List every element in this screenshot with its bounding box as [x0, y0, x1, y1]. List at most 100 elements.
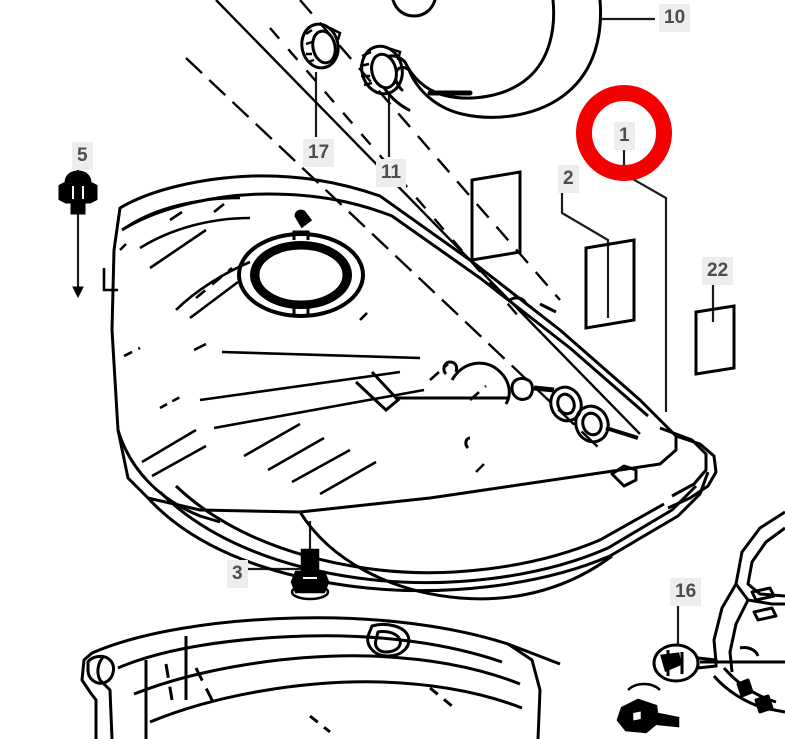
- pipe-line-d: [269, 27, 521, 319]
- drain-plug-head: [290, 570, 330, 594]
- clamp-a-in: [556, 392, 576, 416]
- access-ring-bore: [256, 246, 346, 304]
- shield-mid-detail-2: [309, 714, 331, 734]
- rib-8: [199, 370, 401, 402]
- fitting-16-ridge: [666, 650, 684, 676]
- bracket-hook: [739, 646, 760, 657]
- filler-neck-top: [391, 0, 437, 18]
- clamp-17: [300, 22, 342, 70]
- shield-rib-c: [194, 667, 216, 705]
- tank-top-fittings: [354, 296, 639, 450]
- callout-22[interactable]: 22: [702, 257, 734, 285]
- clamp-17-band: [300, 22, 340, 70]
- shield-left-lip-2: [96, 654, 114, 739]
- fuel-hose-clamp-cluster: [549, 385, 639, 444]
- rib-15: [213, 202, 225, 214]
- clamp-11: [359, 44, 404, 96]
- tank-top-crease: [121, 192, 649, 418]
- tank-bottom-lip: [174, 484, 665, 575]
- access-ring-inner: [250, 241, 352, 309]
- shield-rib-b: [164, 663, 174, 701]
- tank-bottom-tray-2: [158, 484, 698, 585]
- tank-right-flange-2: [659, 426, 708, 498]
- callout-3[interactable]: 3: [227, 560, 248, 588]
- tank-left-wall: [116, 429, 221, 524]
- tank-right-notch: [610, 464, 638, 488]
- callout-2[interactable]: 2: [558, 165, 579, 193]
- rib-25: [141, 428, 197, 464]
- bracket-clip: [736, 678, 754, 698]
- callout-17[interactable]: 17: [303, 139, 335, 167]
- pad-2b: [584, 238, 636, 330]
- rib-14: [169, 210, 183, 222]
- pipe-line-c: [299, 0, 561, 301]
- fitting-16-inner: [660, 652, 682, 673]
- clamp-a: [549, 385, 583, 423]
- access-ring-tab-bottom: [292, 308, 310, 318]
- shield-left-lip: [80, 651, 98, 739]
- lower-tank-shield: [80, 616, 561, 739]
- rib-7: [221, 350, 421, 360]
- drain-plug-3: [290, 548, 330, 601]
- clamp-11-screw: [359, 50, 373, 87]
- rib-2: [139, 216, 251, 250]
- fuel-hose-fitting-16: [652, 643, 718, 683]
- tank-bottom-tray: [146, 471, 710, 593]
- bolt-5-arrow: [72, 286, 84, 299]
- small-connector-part: [616, 682, 680, 734]
- bolt-5-washer: [72, 186, 84, 199]
- callout-1[interactable]: 1: [614, 122, 635, 150]
- shield-face-1: [133, 654, 521, 696]
- shield-right-edge: [507, 642, 542, 739]
- tank-bottom-pan: [298, 511, 613, 601]
- clamp-17-band-inner: [311, 29, 337, 65]
- shield-hole-inner: [374, 630, 402, 654]
- shield-top-edge-2: [117, 634, 503, 670]
- rib-21: [102, 268, 118, 292]
- filter-neck: [533, 385, 555, 393]
- fuel-pump-access-ring: [237, 209, 365, 318]
- clamp-17-tab: [329, 26, 342, 41]
- fuel-pipe-lines: [185, 0, 641, 448]
- callout-5[interactable]: 5: [72, 142, 93, 170]
- access-ring-tab-top: [292, 230, 310, 240]
- callout-11[interactable]: 11: [376, 159, 407, 187]
- shield-mid-detail: [429, 686, 453, 708]
- clamp-11-band-inner: [370, 52, 398, 90]
- bracket-tab-2: [752, 606, 778, 622]
- rib-24: [475, 463, 485, 473]
- callout-16[interactable]: 16: [670, 578, 702, 606]
- rib-23: [193, 342, 207, 352]
- bolt-5-head: [58, 170, 98, 204]
- fuel-tank-body: [110, 174, 718, 601]
- rib-26: [151, 444, 207, 478]
- top-small-line-1: [509, 296, 528, 305]
- red-circle-highlight: [576, 85, 672, 181]
- clamp-11-lug: [387, 46, 402, 61]
- shield-hole: [366, 622, 411, 658]
- cushion-pads: [470, 170, 736, 376]
- drain-plug-washer: [290, 583, 330, 601]
- mounting-bolt-5: [58, 170, 98, 299]
- connector-hole: [630, 708, 644, 724]
- rib-11: [267, 436, 325, 472]
- rib-3: [149, 228, 207, 270]
- pad-22: [694, 304, 736, 376]
- shield-left-corner: [86, 654, 115, 685]
- rib-22: [123, 346, 141, 358]
- hook-fitting: [442, 360, 459, 376]
- filter-body: [510, 376, 534, 401]
- bolt-5-collar: [70, 201, 86, 215]
- leader-lines: [76, 17, 785, 664]
- drain-plug-stem: [300, 548, 320, 574]
- rib-17: [359, 307, 373, 321]
- rib-12: [291, 448, 351, 484]
- clamp-tail: [605, 426, 639, 440]
- callout-10[interactable]: 10: [659, 4, 691, 32]
- fitting-16-nipple: [696, 656, 718, 670]
- rib-20: [119, 243, 127, 251]
- rib-6: [189, 280, 239, 320]
- filler-hose-inner: [407, 0, 603, 119]
